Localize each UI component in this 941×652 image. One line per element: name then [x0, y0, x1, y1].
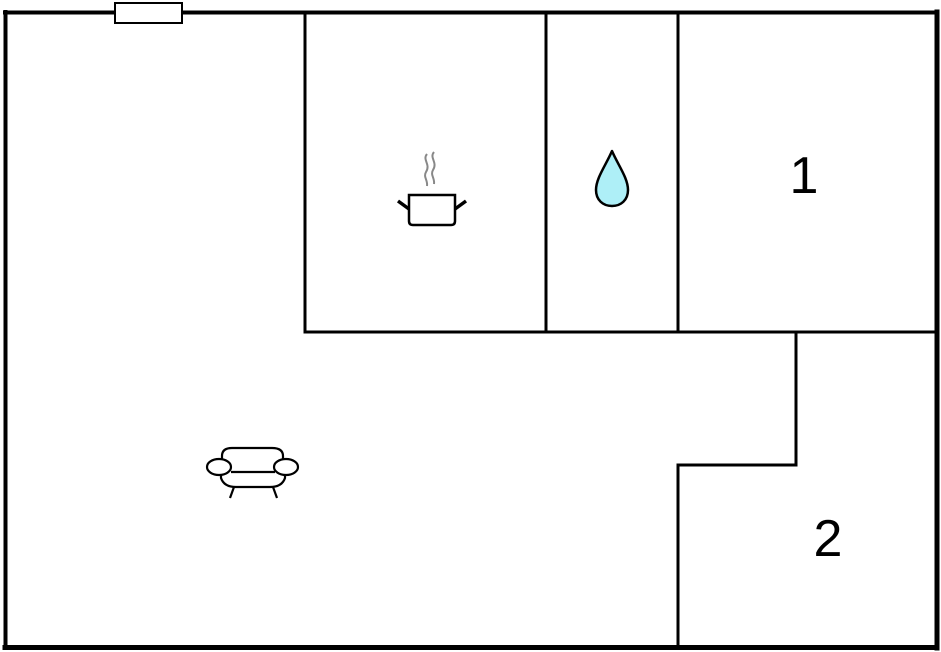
room-label-bedroom-1: 1	[790, 147, 819, 205]
outer-walls	[2, 9, 940, 651]
entrance-door	[114, 2, 183, 24]
cooking-pot-icon	[396, 151, 468, 227]
room-label-bedroom-2: 2	[814, 510, 843, 568]
water-drop-icon	[594, 149, 630, 208]
armchair-icon	[205, 446, 300, 499]
interior-walls	[303, 10, 939, 650]
